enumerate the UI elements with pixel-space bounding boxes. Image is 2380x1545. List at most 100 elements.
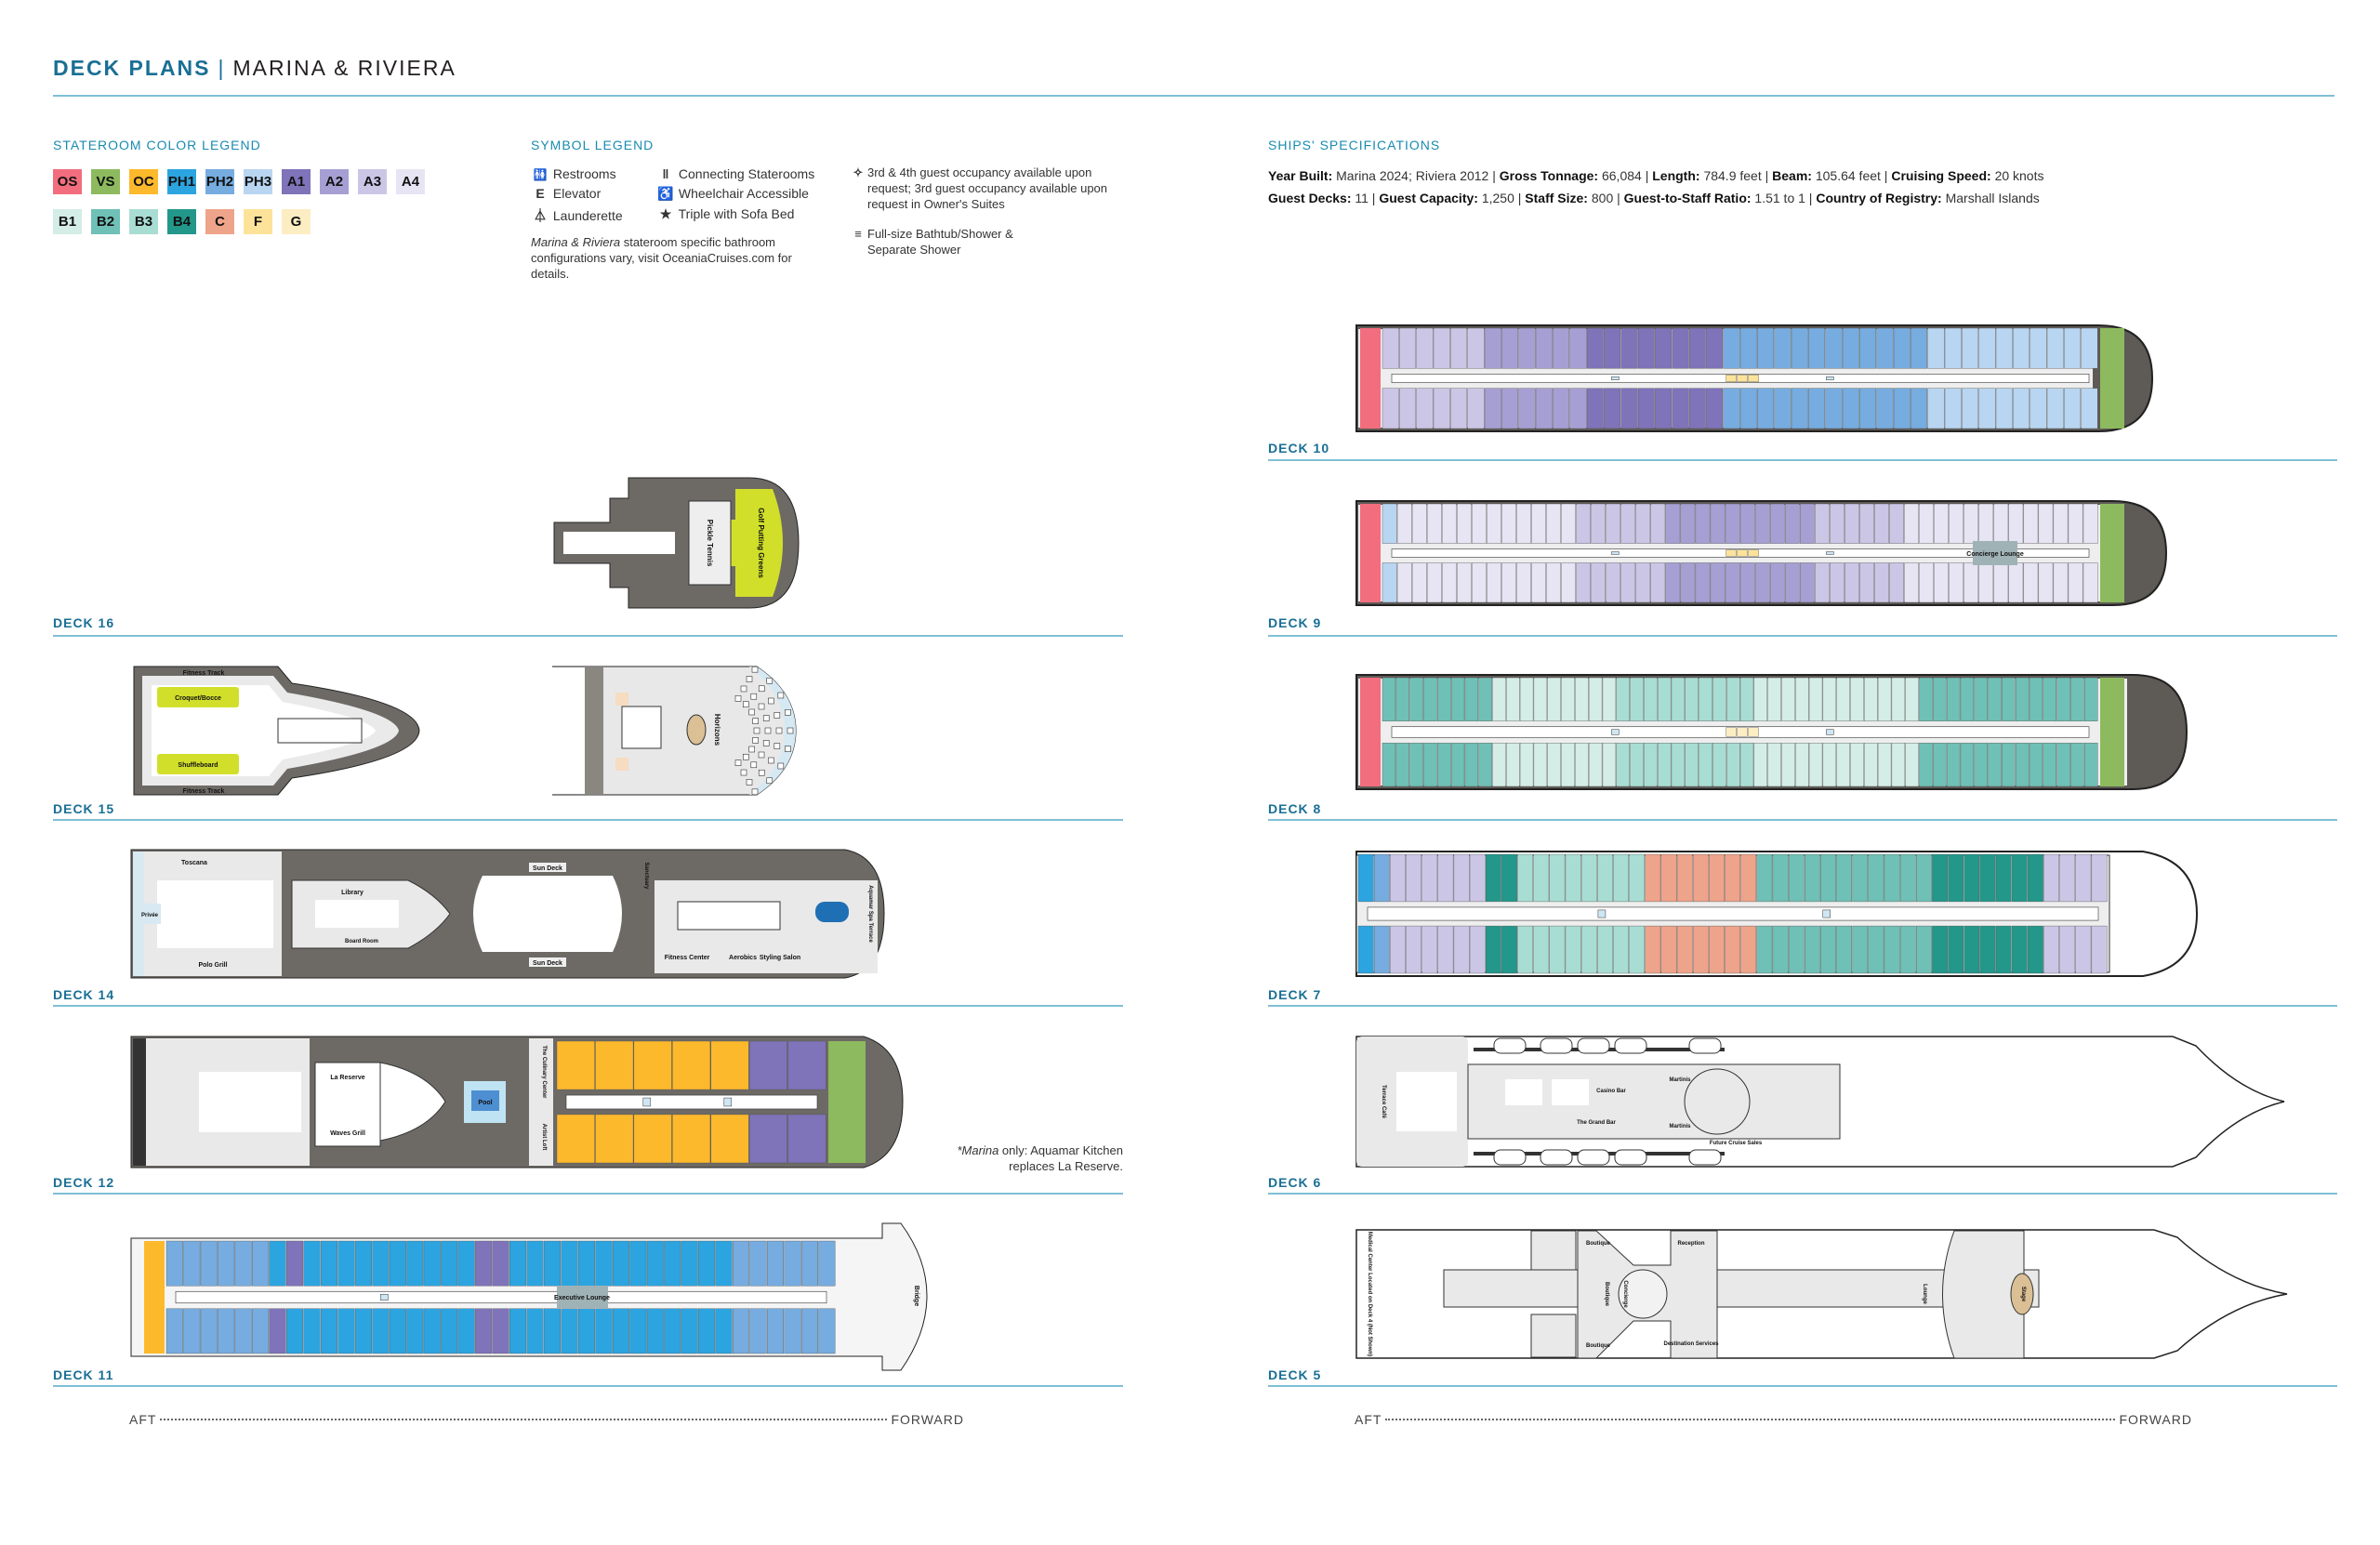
pool-opening xyxy=(473,876,622,952)
cabin-oc xyxy=(595,1040,634,1090)
cabin-a4 xyxy=(1472,503,1487,544)
cabin-a1 xyxy=(1604,388,1621,429)
cabin-ph1 xyxy=(577,1308,595,1354)
cabin-a4 xyxy=(1561,562,1576,603)
spec-separator: | xyxy=(1641,168,1653,183)
cabin-a3 xyxy=(1650,562,1666,603)
cabin-a4 xyxy=(1487,562,1501,603)
deck-12-label: DECK 12 xyxy=(53,1175,115,1190)
cabin-a1 xyxy=(1586,327,1604,369)
spec-key: Guest Decks: xyxy=(1268,191,1355,205)
venue-label: Sanctuary xyxy=(643,862,649,890)
cabin-b2 xyxy=(1478,743,1492,787)
cabin-a3 xyxy=(1421,925,1438,974)
deck-14-plan: Toscana Privée Polo Grill Library Board … xyxy=(130,849,885,979)
venue-label: Waves Grill xyxy=(330,1130,365,1137)
legend-bathtub: ≡Full-size Bathtub/Shower & Separate Sho… xyxy=(849,226,1035,258)
cabin-b3 xyxy=(1726,743,1740,787)
cabin-ph1 xyxy=(303,1308,321,1354)
cabin-b3 xyxy=(1671,677,1686,721)
deck-rule xyxy=(53,1005,1123,1007)
deck-rule xyxy=(1268,1005,2337,1007)
cabin-b2 xyxy=(1409,677,1423,721)
cabin-a4 xyxy=(1396,562,1412,603)
deck-12-note: *Marina only: Aquamar Kitchen replaces L… xyxy=(930,1142,1124,1174)
venue-label: Fitness Track xyxy=(183,670,225,677)
cabin-a1 xyxy=(1637,327,1655,369)
cabin-a4 xyxy=(1441,503,1457,544)
chair xyxy=(734,695,742,702)
cabin-c xyxy=(1709,925,1725,974)
elevator-icon xyxy=(1826,376,1834,380)
cabin-b2 xyxy=(1820,925,1836,974)
cabin-a2 xyxy=(1484,327,1501,369)
deck-rule xyxy=(1268,1193,2337,1195)
cabin-ph1 xyxy=(423,1240,441,1287)
cabin-a2 xyxy=(1754,503,1770,544)
cabin-b2 xyxy=(2043,677,2056,721)
cabin-b1 xyxy=(1767,743,1781,787)
deck-5-plan: Medical Center Located on Deck 4 (Not Sh… xyxy=(1355,1229,2288,1359)
cabin-a2 xyxy=(1799,503,1815,544)
corridor-opening xyxy=(175,1290,827,1304)
cabin-b2 xyxy=(1960,743,1975,787)
cabin-b1 xyxy=(1864,677,1878,721)
chair xyxy=(785,709,791,716)
venue-label: Toscana xyxy=(181,860,207,866)
cabin-a1 xyxy=(787,1040,826,1090)
spec-key: Gross Tonnage: xyxy=(1499,168,1602,183)
cabin-ph2 xyxy=(1757,388,1775,429)
venue-label: Executive Lounge xyxy=(554,1295,610,1301)
legend-wheelchair: ♿ Wheelchair Accessible xyxy=(656,186,809,202)
cabin-b3 xyxy=(1597,925,1613,974)
cabin-b3 xyxy=(1699,743,1712,787)
cabin-b4 xyxy=(1948,925,1964,974)
cabin-a2 xyxy=(1665,503,1681,544)
cabin-ph1 xyxy=(354,1240,372,1287)
chair xyxy=(746,676,753,682)
spec-separator: | xyxy=(1514,191,1526,205)
deck-opening xyxy=(315,900,399,928)
legend-label: Full-size Bathtub/Shower & Separate Show… xyxy=(867,227,1013,257)
venue-label: Terrace Café xyxy=(1381,1085,1386,1119)
cabin-ph3 xyxy=(2030,327,2047,369)
cabin-b1 xyxy=(1561,677,1575,721)
spec-value: 20 knots xyxy=(1994,168,2044,183)
cabin-a2 xyxy=(1784,503,1800,544)
legend-label: Launderette xyxy=(552,208,623,223)
cabin-a1 xyxy=(1637,388,1655,429)
wheelchair-icon: ♿ xyxy=(657,186,674,201)
cabin-ph1 xyxy=(526,1240,544,1287)
cabin-ph2 xyxy=(1791,388,1808,429)
cabin-a4 xyxy=(1934,562,1949,603)
cabin-ph2 xyxy=(1911,327,1928,369)
cabin-c xyxy=(1725,853,1740,903)
corridor-opening xyxy=(565,1094,818,1110)
elevator-icon xyxy=(1822,909,1831,918)
cabin-ph3 xyxy=(2064,327,2082,369)
deck-11-label: DECK 11 xyxy=(53,1367,114,1382)
cabin-a4 xyxy=(1546,562,1561,603)
cabin-ph2 xyxy=(234,1308,252,1354)
lifeboats xyxy=(1493,1037,1722,1166)
cabin-ph2 xyxy=(1791,327,1808,369)
cabin-b1 xyxy=(1519,677,1534,721)
cabin-ph1 xyxy=(629,1240,647,1287)
cabin-a4 xyxy=(2068,503,2083,544)
legend-label: Connecting Staterooms xyxy=(678,166,815,181)
cabin-b4 xyxy=(1485,925,1501,974)
cabin-vs xyxy=(828,1041,866,1163)
cabin-ph2 xyxy=(1739,327,1757,369)
cabin-b3 xyxy=(1739,743,1754,787)
cabin-a3 xyxy=(2075,853,2092,903)
cabin-f xyxy=(1737,549,1748,557)
spec-key: Guest-to-Staff Ratio: xyxy=(1623,191,1755,205)
cabin-ph2 xyxy=(218,1308,235,1354)
cabin-b3 xyxy=(1616,677,1630,721)
cabin-group xyxy=(144,1240,836,1354)
venue-label: Privée xyxy=(141,913,159,918)
venue-label: Library xyxy=(341,890,364,896)
cabin-ph1 xyxy=(543,1308,562,1354)
cabin-ph1 xyxy=(354,1308,372,1354)
venue-label: Fitness Track xyxy=(183,788,225,795)
